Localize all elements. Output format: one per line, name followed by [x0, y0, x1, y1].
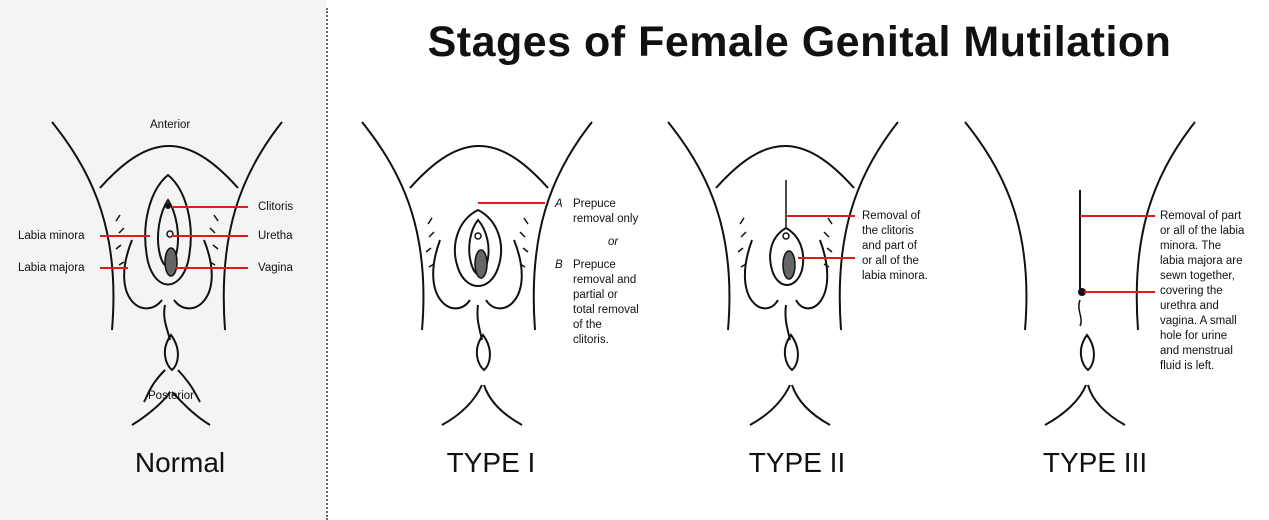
urethra-label: Uretha	[258, 230, 293, 242]
clitoris-label: Clitoris	[258, 201, 293, 213]
type2-label: TYPE II	[697, 447, 897, 479]
labia-majora-label: Labia majora	[18, 262, 84, 274]
type2-description: Removal of the clitoris and part of or a…	[862, 209, 928, 284]
type3-label: TYPE III	[995, 447, 1195, 479]
type3-description: Removal of part or all of the labia mino…	[1160, 209, 1244, 374]
type1-a-letter: A	[555, 197, 563, 212]
type1-b-letter: B	[555, 258, 563, 273]
vagina-label: Vagina	[258, 262, 293, 274]
posterior-label: Posterior	[148, 390, 194, 402]
type1-label: TYPE I	[391, 447, 591, 479]
normal-illustration	[52, 122, 282, 425]
normal-type-label: Normal	[80, 447, 280, 479]
type1-illustration	[362, 122, 592, 425]
type1-a-text: Prepuce removal only	[573, 197, 638, 227]
anterior-label: Anterior	[150, 119, 190, 131]
type1-b-text: Prepuce removal and partial or total rem…	[573, 258, 639, 348]
labia-minora-label: Labia minora	[18, 230, 84, 242]
type1-or-text: or	[608, 235, 618, 250]
